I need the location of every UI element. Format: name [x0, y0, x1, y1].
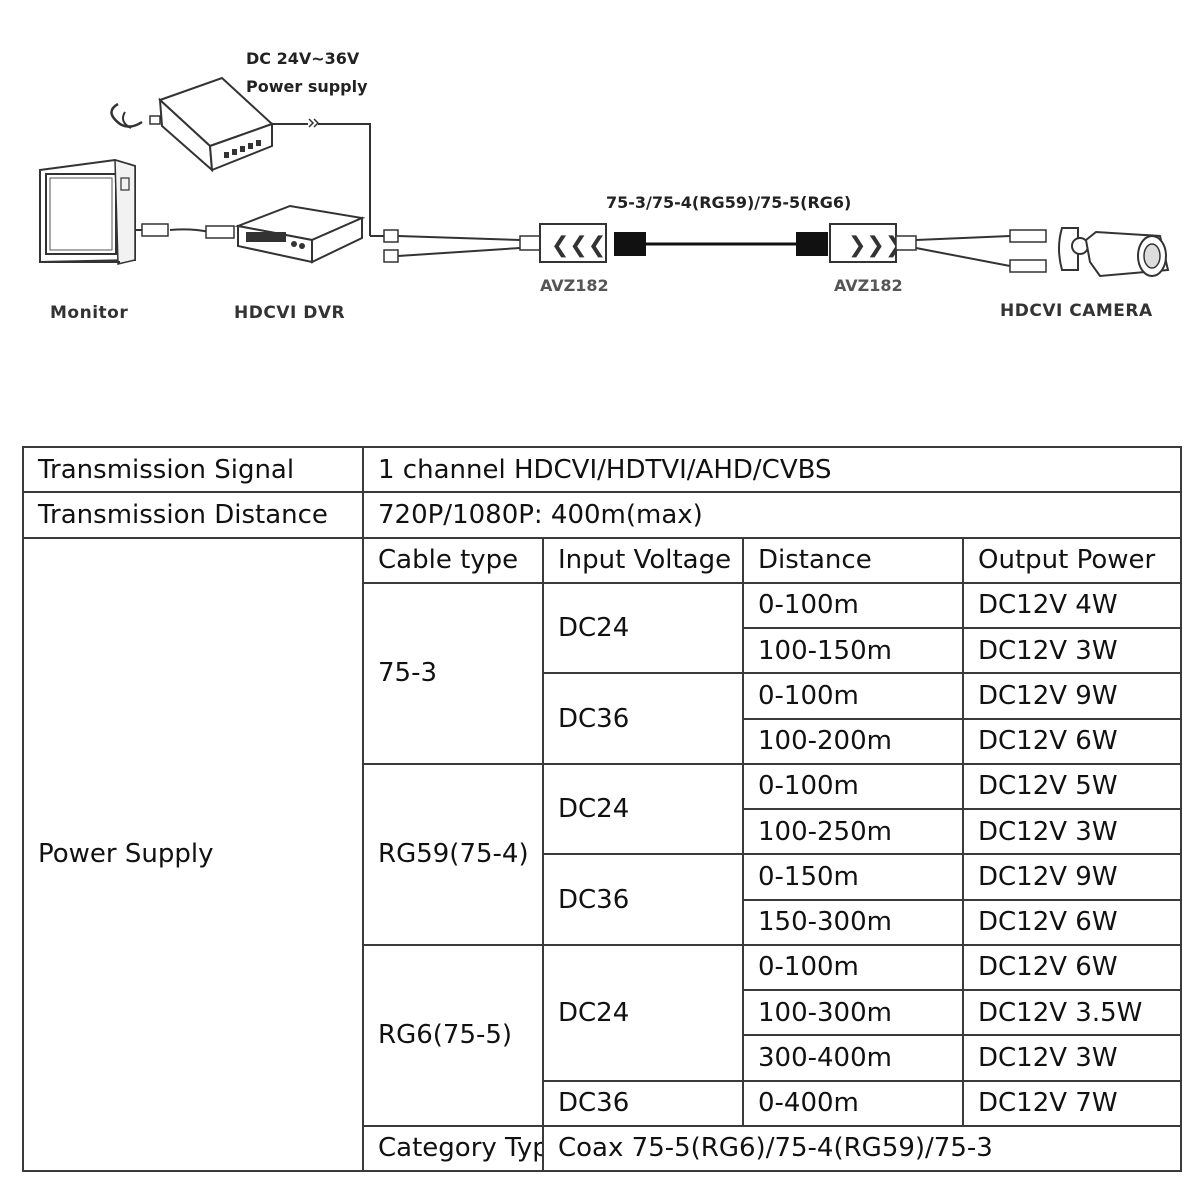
table-row: 300-400m DC12V 3W	[23, 1034, 1183, 1082]
distance-cell: 0-100m	[742, 672, 964, 720]
output-power-cell: DC12V 5W	[961, 762, 1183, 811]
table-row: DC36 0-100m DC12V 9W	[23, 672, 1183, 765]
distance-cell: 100-200m	[742, 717, 964, 765]
dvr-label: HDCVI DVR	[234, 303, 345, 323]
table-row: 100-300m DC12V 3.5W	[23, 988, 1183, 1037]
power-supply-label-line1: DC 24V~36V	[246, 49, 360, 68]
output-power-cell: DC12V 3W	[961, 807, 1183, 856]
distance-cell: 0-100m	[742, 762, 964, 811]
category-type-label: Category Type	[362, 1124, 544, 1173]
header-cable-type: Cable type	[362, 536, 544, 584]
dvr-icon	[234, 204, 366, 264]
camera-label: HDCVI CAMERA	[1000, 301, 1153, 321]
transmission-distance-value: 720P/1080P: 400m(max)	[361, 491, 1183, 539]
table-row: 150-300m DC12V 6W	[23, 898, 1183, 946]
table-row: 100-200m DC12V 6W	[23, 717, 1183, 765]
table-row: Power Supply Cable type Input Voltage Di…	[22, 536, 1183, 1172]
output-power-cell: DC12V 7W	[961, 1079, 1183, 1127]
transmission-signal-value: 1 channel HDCVI/HDTVI/AHD/CVBS	[361, 445, 1183, 494]
output-power-cell: DC12V 3.5W	[961, 988, 1183, 1037]
cable-type-cell: 75-3	[362, 581, 544, 765]
distance-cell: 300-400m	[742, 1034, 964, 1082]
monitor-label: Monitor	[50, 303, 128, 323]
transmission-signal-label: Transmission Signal	[22, 445, 364, 494]
output-power-cell: DC12V 6W	[961, 943, 1183, 992]
output-power-cell: DC12V 4W	[961, 581, 1183, 630]
power-supply-icon	[110, 76, 274, 173]
table-row: 100-250m DC12V 3W	[23, 807, 1183, 856]
table-row: 75-3 DC24 0-100m DC12V 4W	[23, 581, 1183, 765]
table-row: Category Type Coax 75-5(RG6)/75-4(RG59)/…	[23, 1124, 1183, 1173]
table-row: RG59(75-4) DC24 0-100m DC12V 5W	[23, 762, 1183, 946]
cable-label: 75-3/75-4(RG59)/75-5(RG6)	[606, 193, 851, 212]
distance-cell: 0-150m	[742, 853, 964, 901]
header-output-power: Output Power	[961, 536, 1183, 584]
table-row: DC36 0-400m DC12V 7W	[23, 1079, 1183, 1127]
distance-cell: 100-300m	[742, 988, 964, 1037]
balun-right-label: AVZ182	[834, 276, 903, 295]
cable-type-cell: RG59(75-4)	[362, 762, 544, 946]
output-power-cell: DC12V 3W	[961, 1034, 1183, 1082]
output-power-cell: DC12V 6W	[961, 898, 1183, 946]
svg-text:❯❯❯: ❯❯❯	[848, 233, 903, 258]
svg-text:❮❮❮: ❮❮❮	[551, 233, 606, 258]
output-power-cell: DC12V 9W	[961, 672, 1183, 720]
input-voltage-cell: DC36	[542, 853, 744, 946]
balun-right-icon: ❯❯❯	[829, 223, 903, 263]
distance-cell: 100-250m	[742, 807, 964, 856]
table-row: 100-150m DC12V 3W	[23, 626, 1183, 675]
table-row: Transmission Distance 720P/1080P: 400m(m…	[22, 491, 1183, 539]
camera-icon	[1058, 227, 1170, 278]
table-row: Transmission Signal 1 channel HDCVI/HDTV…	[22, 445, 1183, 494]
output-power-cell: DC12V 9W	[961, 853, 1183, 901]
distance-cell: 150-300m	[742, 898, 964, 946]
distance-cell: 0-100m	[742, 943, 964, 992]
input-voltage-cell: DC36	[542, 1079, 744, 1127]
transmission-distance-label: Transmission Distance	[22, 491, 364, 539]
output-power-cell: DC12V 6W	[961, 717, 1183, 765]
power-supply-label-line2: Power supply	[246, 77, 368, 96]
header-distance: Distance	[742, 536, 964, 584]
header-input-voltage: Input Voltage	[542, 536, 744, 584]
input-voltage-cell: DC24	[542, 762, 744, 856]
input-voltage-cell: DC24	[542, 943, 744, 1082]
balun-left-label: AVZ182	[540, 276, 609, 295]
distance-cell: 0-400m	[742, 1079, 964, 1127]
table-row: DC36 0-150m DC12V 9W	[23, 853, 1183, 946]
distance-cell: 0-100m	[742, 581, 964, 630]
power-supply-label: Power Supply	[22, 536, 364, 1172]
category-type-value: Coax 75-5(RG6)/75-4(RG59)/75-3	[541, 1124, 1183, 1173]
monitor-icon	[39, 158, 136, 265]
table-row: RG6(75-5) DC24 0-100m DC12V 6W	[23, 943, 1183, 1127]
input-voltage-cell: DC24	[542, 581, 744, 675]
output-power-cell: DC12V 3W	[961, 626, 1183, 675]
connection-diagram: DC 24V~36V Power supply Monitor HDCVI DV…	[39, 49, 1170, 323]
input-voltage-cell: DC36	[542, 672, 744, 765]
distance-cell: 100-150m	[742, 626, 964, 675]
balun-left-icon: ❮❮❮	[539, 223, 607, 263]
cable-type-cell: RG6(75-5)	[362, 943, 544, 1127]
spec-table: Transmission Signal 1 channel HDCVI/HDTV…	[22, 445, 1183, 1173]
